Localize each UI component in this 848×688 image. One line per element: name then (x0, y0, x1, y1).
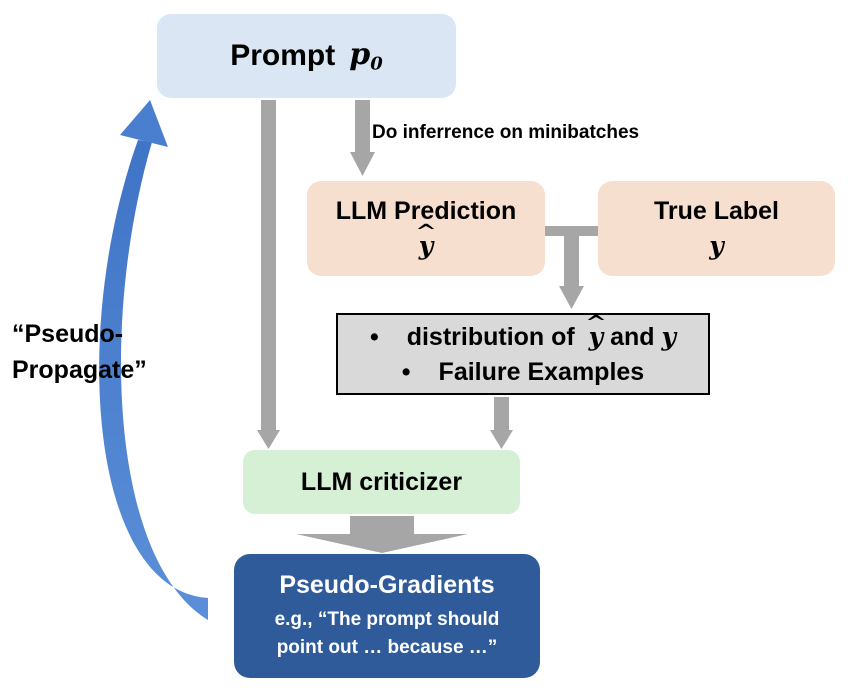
bullet: • (401, 357, 411, 386)
true-label-box: True Label y (598, 181, 835, 276)
pseudo-propagate-line1: “Pseudo- (12, 320, 124, 348)
arrow-prompt-to-prediction (350, 100, 375, 176)
failure-examples-label: Failure Examples (438, 357, 645, 386)
pseudo-gradients-title: Pseudo-Gradients (279, 570, 495, 599)
pseudo-propagate-label: “Pseudo- Propagate” (12, 316, 147, 389)
pseudo-propagate-line2: Propagate” (12, 356, 147, 385)
pseudo-gradients-example-line2: point out … because …” (276, 636, 498, 658)
prompt-subscript: 0 (370, 53, 383, 75)
prompt-symbol-p: p (349, 37, 371, 73)
bullet: • (369, 322, 379, 351)
prompt-label: Prompt (230, 39, 336, 72)
llm-criticizer-label: LLM criticizer (300, 467, 463, 496)
distribution-symbol-yhat: y (589, 319, 604, 354)
pseudo-gradients-box: Pseudo-Gradients e.g., “The prompt shoul… (234, 554, 540, 678)
llm-prediction-symbol: y (419, 229, 434, 263)
feedback-arrow (99, 100, 208, 620)
distribution-and: and (610, 322, 655, 351)
inference-label: Do inferrence on minibatches (372, 122, 640, 143)
arrow-distribution-to-criticizer (490, 397, 513, 449)
distribution-box: • distribution of y and y • Failure Exam… (336, 313, 710, 395)
pseudo-gradients-example-line1: e.g., “The prompt should (274, 608, 500, 630)
llm-prediction-box: LLM Prediction y (307, 181, 545, 276)
prompt-symbol: p0 (349, 37, 383, 74)
arrow-merge-to-distribution (545, 226, 598, 309)
distribution-prefix: distribution of (406, 322, 575, 351)
true-label-symbol: y (709, 230, 724, 260)
failure-examples-row: • Failure Examples (402, 355, 644, 390)
arrow-prompt-to-criticizer (257, 100, 280, 449)
distribution-symbol-y: y (661, 321, 677, 351)
distribution-row: • distribution of y and y (370, 319, 676, 355)
true-label-title: True Label (653, 196, 780, 225)
llm-criticizer-box: LLM criticizer (243, 450, 520, 514)
arrow-criticizer-to-gradients (296, 516, 468, 553)
prompt-box: Prompt p0 (157, 14, 456, 98)
